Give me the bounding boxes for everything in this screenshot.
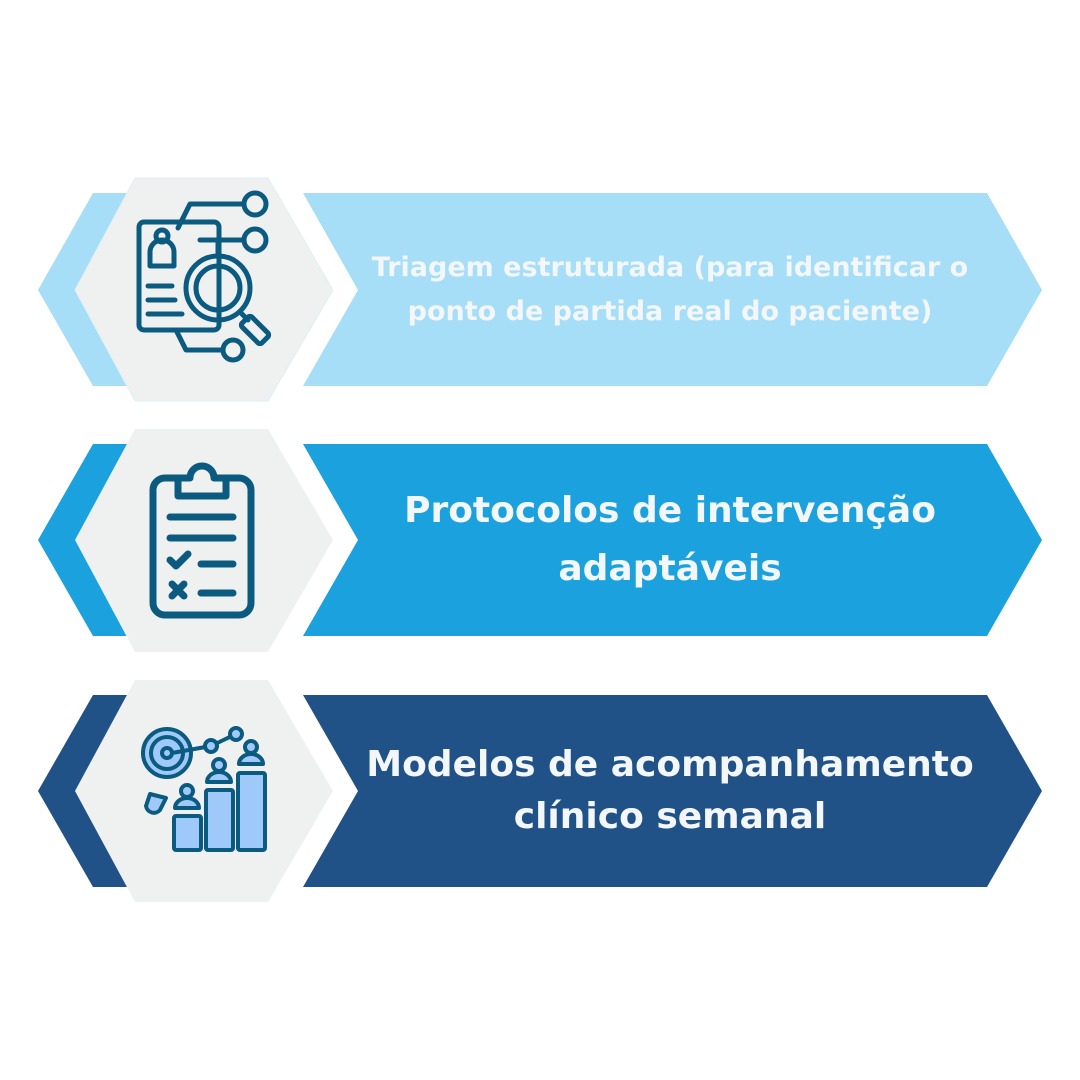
item-3-label: Modelos de acompanhamento clínico semana…: [366, 744, 974, 837]
row-1: [38, 177, 1042, 402]
row-3: [38, 680, 1042, 902]
clipboard-checklist-icon: [149, 462, 255, 619]
item-2-label: Protocolos de intervenção adaptáveis: [404, 490, 936, 589]
growth-analytics-icon: [141, 726, 267, 852]
item-1-label: Triagem estruturada (para identificar o …: [371, 251, 969, 327]
banner: [303, 193, 1042, 386]
hexagon: [75, 680, 333, 902]
banner: [303, 695, 1042, 887]
row-2: [38, 429, 1042, 652]
banner: [303, 444, 1042, 636]
patient-search-icon: [136, 190, 272, 363]
